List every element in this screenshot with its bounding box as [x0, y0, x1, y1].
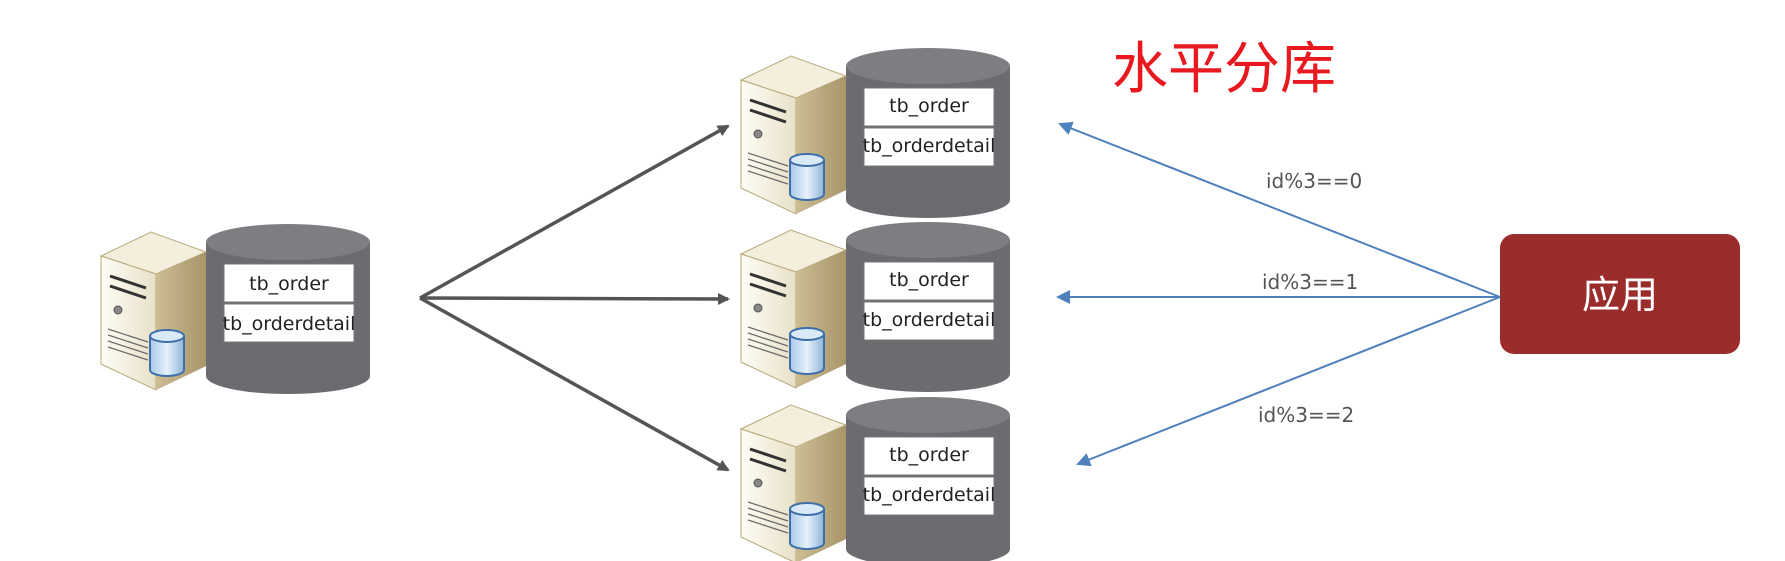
- shard0-table-orderdetail: tb_orderdetail: [863, 135, 996, 157]
- arrow-to-shard-2: [419, 296, 730, 472]
- shard-database-node-2: tb_order tb_orderdetail: [739, 395, 1012, 561]
- route-rule-2: id%3==2: [1258, 403, 1354, 427]
- source-table-order: tb_order: [249, 273, 329, 295]
- shard2-table-order: tb_order: [889, 444, 969, 466]
- application-label: 应用: [1582, 273, 1658, 317]
- shard1-table-order: tb_order: [889, 269, 969, 291]
- arrow-to-shard-0: [419, 124, 730, 300]
- diagram-title: 水平分库: [1112, 37, 1336, 102]
- route-arrow-shard-0: [1058, 121, 1501, 298]
- app-routing-arrows: [1056, 121, 1501, 467]
- arrow-to-shard-1: [419, 292, 730, 305]
- route-arrow-shard-2: [1076, 296, 1501, 467]
- shard-database-node-1: tb_order tb_orderdetail: [739, 220, 1012, 394]
- application-box: 应用: [1500, 234, 1740, 354]
- route-rule-1: id%3==1: [1262, 270, 1358, 294]
- shard2-table-orderdetail: tb_orderdetail: [863, 484, 996, 506]
- shard0-table-order: tb_order: [889, 95, 969, 117]
- shard-database-node-0: tb_order tb_orderdetail: [739, 46, 1012, 220]
- source-table-orderdetail: tb_orderdetail: [223, 313, 356, 335]
- shard1-table-orderdetail: tb_orderdetail: [863, 309, 996, 331]
- source-to-shard-arrows: [419, 124, 730, 472]
- source-database-node: tb_order tb_orderdetail: [99, 222, 372, 396]
- application-box-bg: [1500, 234, 1740, 354]
- route-rule-0: id%3==0: [1266, 169, 1362, 193]
